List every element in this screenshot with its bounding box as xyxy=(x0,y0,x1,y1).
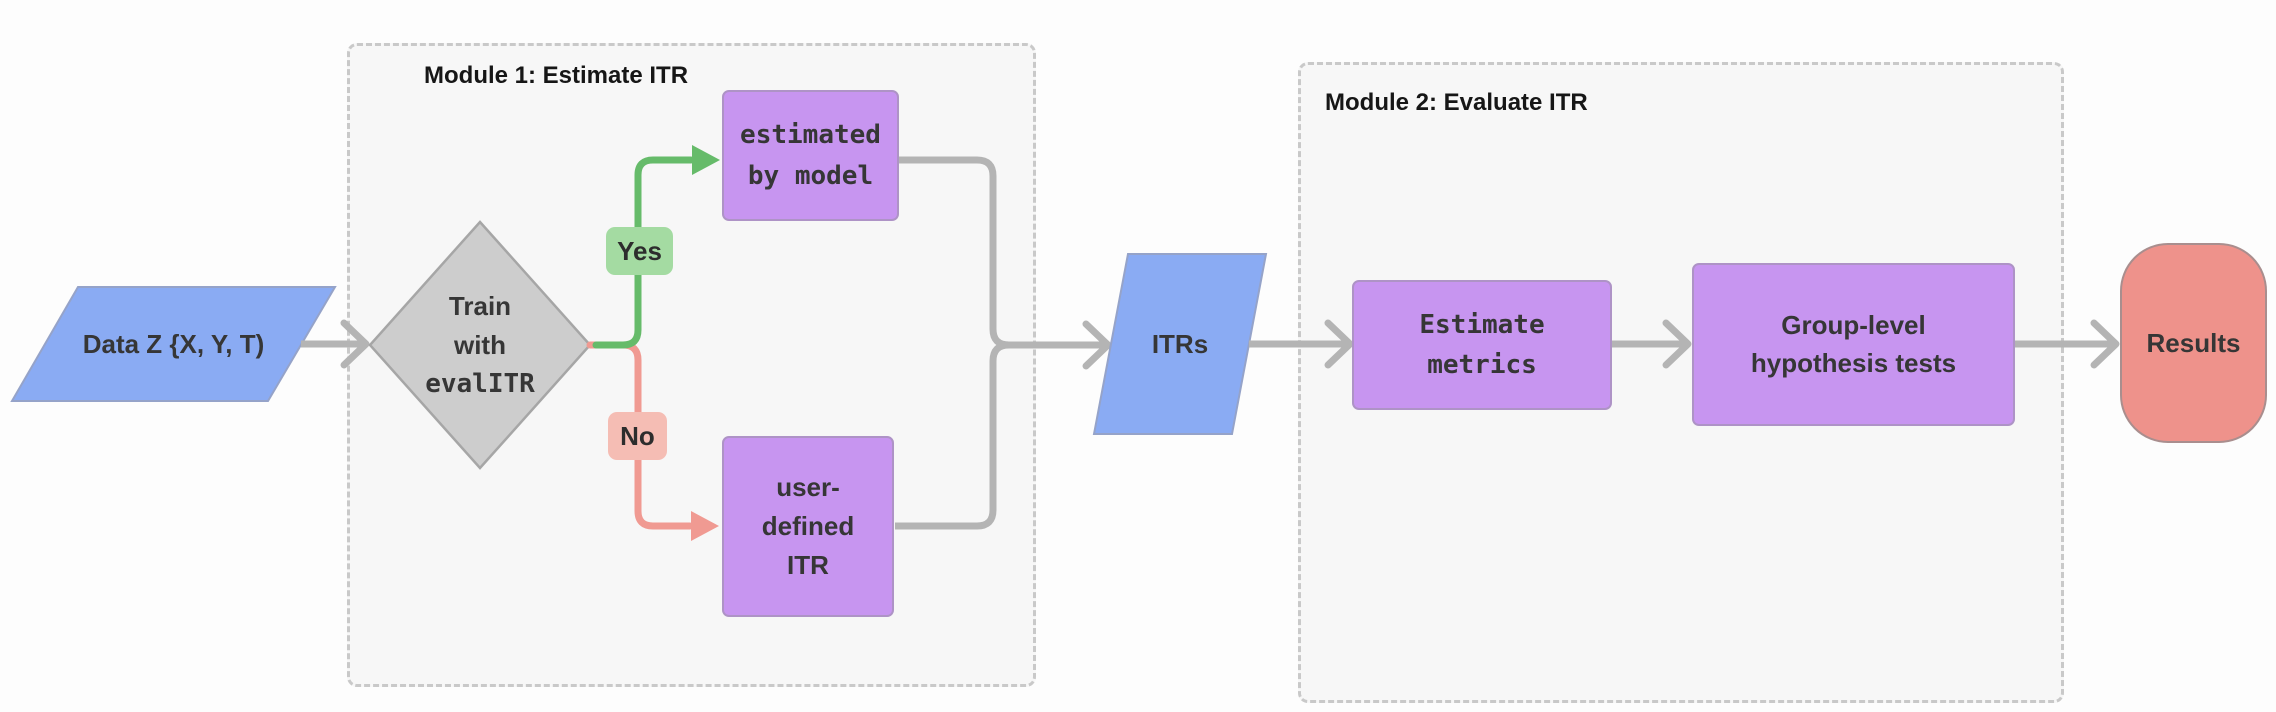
arrowhead-yes-icon xyxy=(692,145,720,175)
arrowhead-into-decision-icon xyxy=(340,319,370,369)
arrowhead-into-results-icon xyxy=(2090,319,2120,369)
yes-edge-label: Yes xyxy=(606,227,673,275)
edge-user-to-itrs xyxy=(895,341,1010,530)
itrs-shape xyxy=(1092,253,1268,435)
arrowhead-into-tests-icon xyxy=(1662,319,1692,369)
module2-title: Module 2: Evaluate ITR xyxy=(1325,89,1588,116)
estimated-by-model-node xyxy=(722,90,899,221)
no-edge-label: No xyxy=(608,412,667,460)
module1-title: Module 1: Estimate ITR xyxy=(424,62,689,89)
arrowhead-into-itrs-icon xyxy=(1082,320,1112,370)
estimate-metrics-node xyxy=(1352,280,1612,410)
group-level-tests-node xyxy=(1692,263,2015,426)
data-input-shape xyxy=(10,286,337,402)
user-defined-itr-node xyxy=(722,436,894,617)
results-node xyxy=(2120,243,2267,443)
arrowhead-into-metrics-icon xyxy=(1324,319,1354,369)
train-decision-shape xyxy=(368,220,592,470)
arrowhead-no-icon xyxy=(691,511,719,541)
edge-model-to-itrs xyxy=(899,156,1106,349)
